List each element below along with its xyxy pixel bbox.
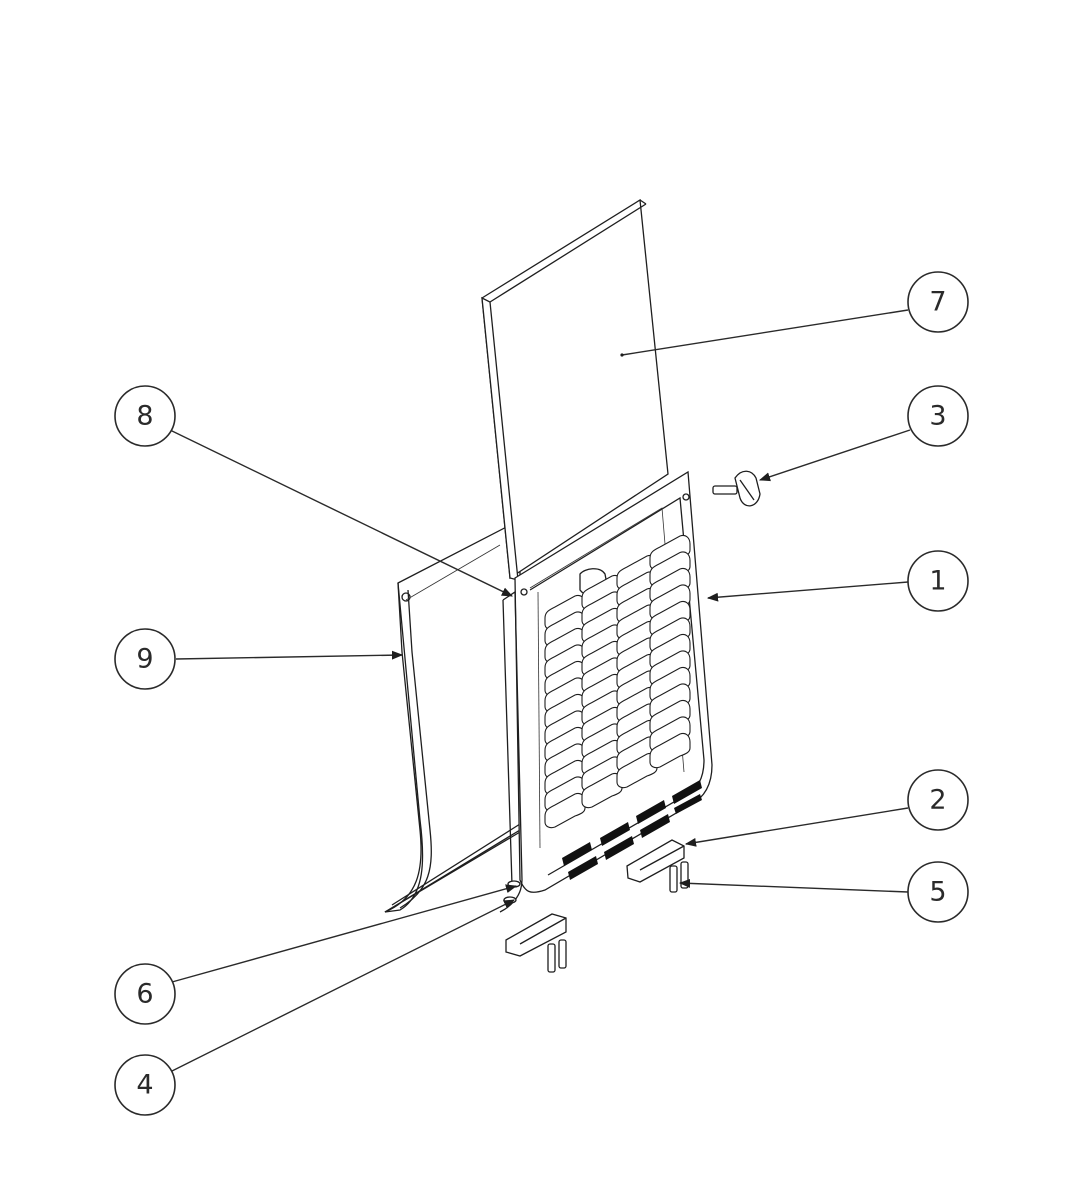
part-filter-plate	[481, 198, 669, 581]
balloon-2: 2	[907, 769, 969, 831]
part-back-panel	[384, 518, 521, 913]
part-clamp-left	[505, 913, 567, 973]
balloon-9: 9	[114, 628, 176, 690]
balloon-7-label: 7	[929, 287, 946, 318]
balloon-4-label: 4	[136, 1070, 153, 1101]
balloon-6-label: 6	[136, 979, 153, 1010]
part-small-fasteners	[503, 880, 521, 904]
part-grille-cover	[499, 470, 713, 913]
balloon-4: 4	[114, 1054, 176, 1116]
leader-lines	[169, 309, 911, 1073]
balloon-6: 6	[114, 963, 176, 1025]
balloon-9-label: 9	[136, 644, 153, 675]
balloon-3: 3	[907, 385, 969, 447]
part-clamp-right	[626, 839, 685, 883]
balloon-7: 7	[907, 271, 969, 333]
balloon-8-label: 8	[136, 401, 153, 432]
balloon-5: 5	[907, 861, 969, 923]
balloon-1-label: 1	[929, 566, 946, 597]
balloon-3-label: 3	[929, 401, 946, 432]
balloon-2-label: 2	[929, 785, 946, 816]
balloon-5-label: 5	[929, 877, 946, 908]
part-knob	[712, 470, 761, 507]
part-screws-right	[669, 861, 689, 893]
balloon-1: 1	[907, 550, 969, 612]
louver-slat	[649, 732, 691, 769]
balloon-8: 8	[114, 385, 176, 447]
louver-slat	[544, 792, 586, 829]
